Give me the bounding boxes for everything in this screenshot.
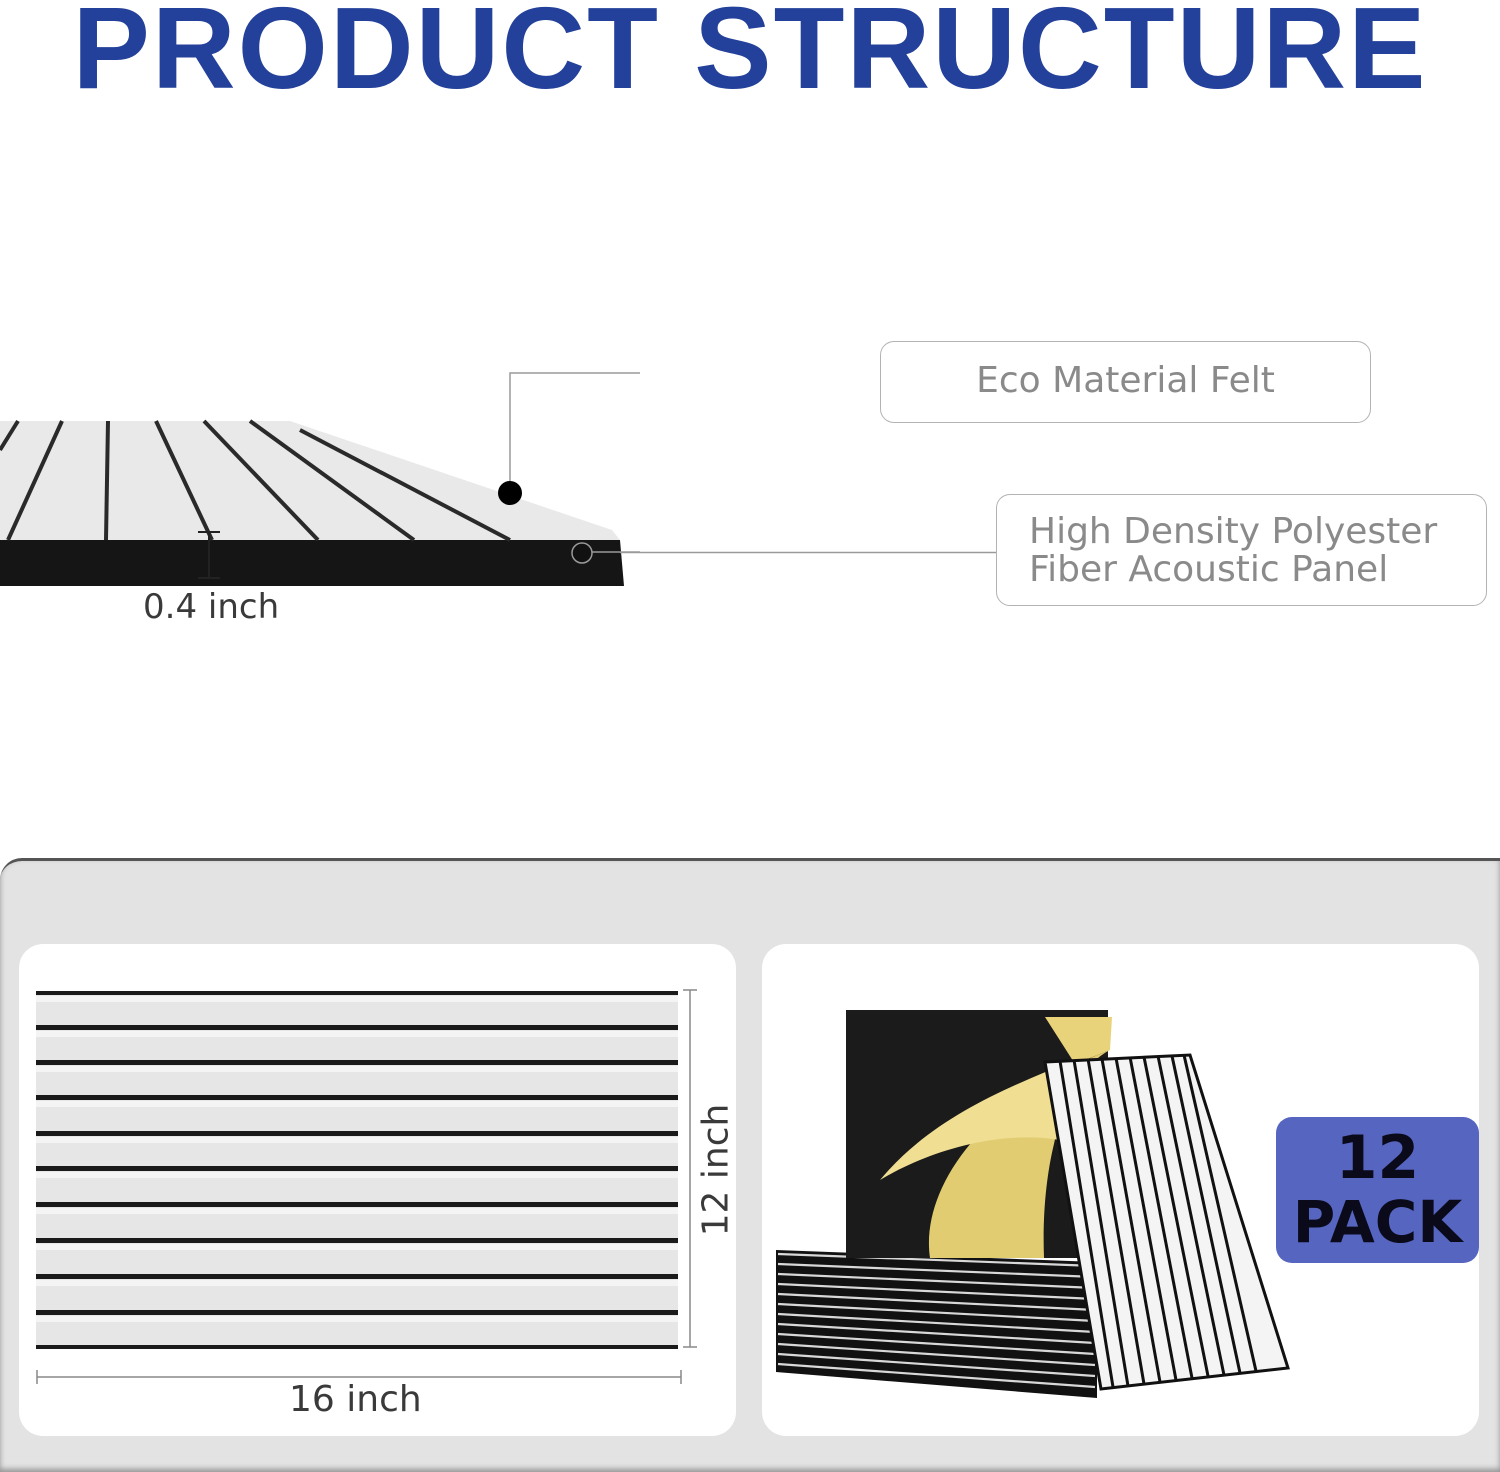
thickness-label: 0.4 inch [143, 587, 280, 627]
panel-leader-extension [620, 551, 996, 554]
backing-layer [0, 540, 624, 586]
slat-grooves [0, 419, 511, 542]
panel-callout: High Density Polyester Fiber Acoustic Pa… [996, 494, 1487, 606]
felt-callout: Eco Material Felt [880, 341, 1371, 423]
width-label: 16 inch [289, 1379, 422, 1420]
pack-count: 12 [1335, 1123, 1420, 1193]
felt-marker-dot [498, 481, 522, 505]
pack-word: PACK [1292, 1188, 1463, 1256]
page-title: PRODUCT STRUCTURE [72, 0, 1428, 113]
panel-callout-line1: High Density Polyester [1029, 511, 1438, 552]
pack-badge: 12 PACK [1276, 1117, 1479, 1263]
panel-callout-line2: Fiber Acoustic Panel [1029, 549, 1389, 590]
felt-leader-line [509, 372, 640, 492]
felt-top-surface [0, 421, 620, 540]
dimension-card [19, 944, 736, 1436]
felt-callout-text: Eco Material Felt [976, 360, 1275, 401]
height-label: 12 inch [695, 1103, 737, 1237]
thickness-marker [198, 531, 220, 579]
panel-cross-section [0, 372, 640, 586]
panel-marker-dot [571, 542, 593, 564]
